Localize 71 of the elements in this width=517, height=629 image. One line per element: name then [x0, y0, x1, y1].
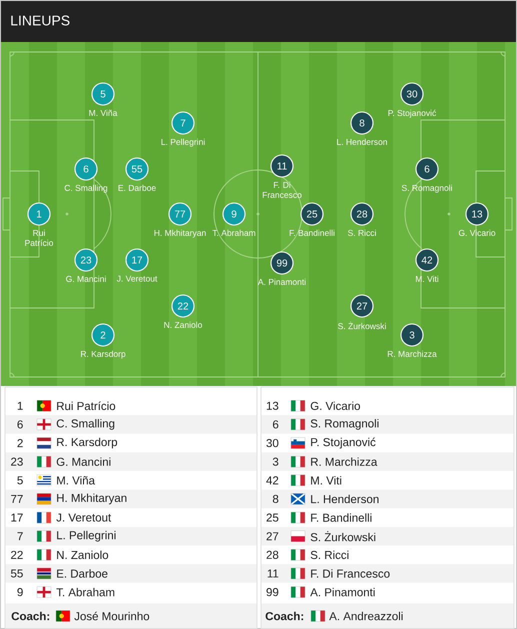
header-bar: LINEUPS	[1, 1, 516, 42]
shirt-number: 6	[272, 420, 278, 428]
shirt-number: 13	[266, 402, 278, 410]
player-name: L. Pellegrini	[161, 138, 205, 147]
player-name: L. Henderson	[337, 138, 387, 145]
player-name: Rui Patrício	[57, 402, 116, 410]
player-name: R. Karsdorp	[81, 350, 126, 359]
player-name: A. Pinamonti	[310, 588, 375, 596]
player-name: L. Pellegrini	[57, 530, 116, 542]
player-name: S. Żurkowski	[310, 531, 376, 542]
shirt-number: 1	[18, 402, 23, 410]
player-name: N. Zaniolo	[164, 322, 202, 328]
shirt-number: 6	[17, 420, 23, 428]
player-name: S. Ricci	[348, 230, 376, 236]
player-name: P. Stojanović	[388, 110, 436, 118]
player-name: F. Bandinelli	[311, 513, 372, 522]
player-name: S. Romagnoli	[402, 184, 452, 193]
shirt-number: 25	[266, 514, 278, 522]
player-name: R. Marchizza	[388, 350, 437, 357]
player-name: M. Viña	[57, 476, 95, 485]
player-name: H. Mkhitaryan	[57, 494, 126, 504]
player-name: M. Viti	[311, 476, 342, 485]
player-name: G. Mancini	[66, 276, 106, 282]
player-name: G. Mancini	[56, 457, 110, 466]
shirt-number: 28	[266, 550, 278, 559]
player-name: H. Mkhitaryan	[154, 230, 206, 238]
shirt-number: 9	[17, 588, 23, 596]
player-name: M. Viña	[89, 110, 118, 116]
player-name: C. Smalling	[64, 184, 108, 193]
coach-label: Coach:	[12, 612, 50, 620]
shirt-number: 17	[11, 514, 23, 522]
shirt-number: 99	[266, 588, 278, 596]
shirt-number: 3	[272, 458, 278, 466]
player-name: F. Di Francesco	[311, 569, 390, 578]
shirt-number: 55	[10, 569, 23, 578]
coach-name: A. Andreazzoli	[329, 612, 403, 620]
player-name: F. Di Francesco	[262, 182, 302, 198]
player-name: S. Żurkowski	[338, 322, 386, 330]
shirt-number: 23	[11, 458, 23, 466]
player-name: A. Pinamonti	[258, 278, 306, 285]
shirt-number: 5	[17, 476, 23, 484]
player-name: F. Bandinelli	[290, 230, 334, 236]
player-name: Rui Patrício	[25, 230, 54, 246]
player-name: G. Vicario	[458, 230, 496, 236]
shirt-number: 27	[266, 532, 278, 540]
player-name: E. Darboe	[118, 184, 156, 191]
player-name: S. Ricci	[310, 550, 348, 560]
player-name: M. Viti	[416, 276, 438, 282]
shirt-number: 42	[266, 476, 278, 484]
shirt-number: 7	[18, 532, 23, 540]
player-name: R. Marchizza	[311, 457, 378, 466]
player-name: P. Stojanović	[311, 438, 376, 448]
player-name: R. Karsdorp	[57, 438, 118, 448]
shirt-number: 22	[11, 550, 23, 559]
player-name: S. Romagnoli	[310, 419, 378, 430]
shirt-number: 8	[272, 494, 278, 504]
player-name: G. Vicario	[310, 402, 360, 410]
shirt-number: 11	[268, 570, 278, 578]
shirt-number: 77	[11, 495, 23, 503]
shirt-number: 30	[266, 439, 278, 448]
player-name: T. Abraham	[56, 588, 114, 596]
player-name: L. Henderson	[311, 494, 378, 504]
player-name: C. Smalling	[56, 419, 114, 430]
player-name: T. Abraham	[212, 230, 256, 236]
player-name: J. Veretout	[116, 276, 158, 282]
shirt-number: 2	[17, 439, 23, 448]
player-name: E. Darboe	[57, 569, 108, 578]
player-name: N. Zaniolo	[57, 550, 108, 560]
player-name: J. Veretout	[56, 514, 112, 522]
coach-name: José Mourinho	[74, 612, 150, 620]
coach-label: Coach:	[266, 612, 304, 620]
